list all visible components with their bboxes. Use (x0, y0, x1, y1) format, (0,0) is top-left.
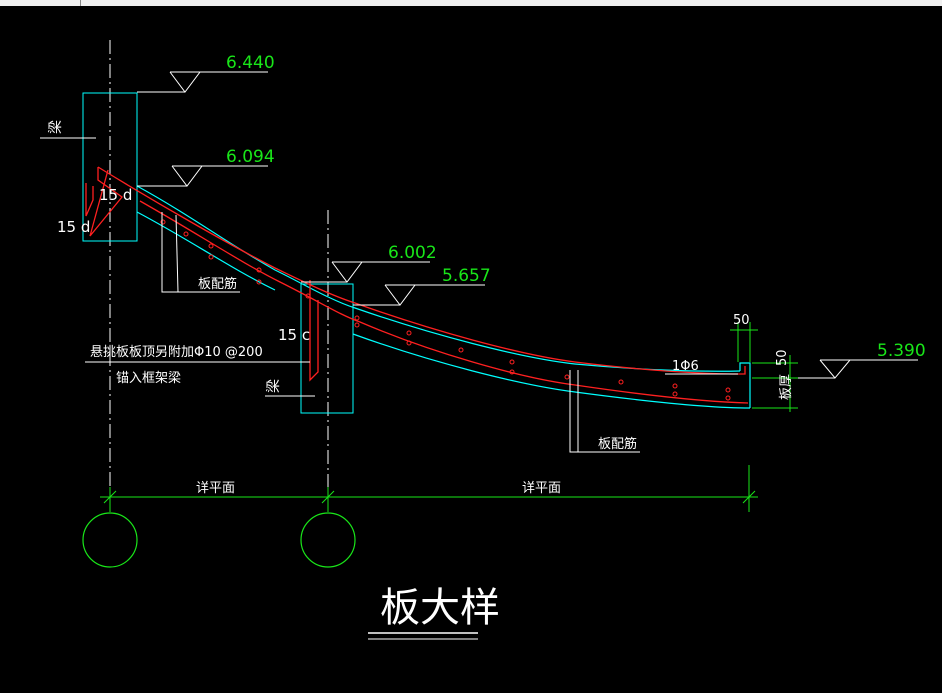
rebar-dot (509, 369, 515, 375)
rebar-dot (406, 330, 412, 336)
elevation-symbol-5657 (384, 284, 416, 306)
slab-rebar-label-upper: 板配筋 (198, 276, 237, 292)
slab-end-outline (739, 362, 751, 408)
elevation-text-6094: 6.094 (226, 147, 275, 167)
rebar-dot (256, 279, 262, 285)
slab-outline (136, 185, 751, 409)
rebar-dots (160, 219, 731, 401)
beam-middle-outline (300, 283, 354, 414)
beam-middle-label: 梁 (266, 379, 282, 393)
left-anchor-inner (85, 183, 94, 217)
rebar-dot (183, 231, 189, 237)
span-slash-middle (321, 490, 335, 504)
rebar-dot (256, 267, 262, 273)
slab-rebar-upper-leader (161, 212, 179, 293)
drawing-title: 板大样 (380, 585, 500, 631)
rebar-dot (725, 395, 731, 401)
span-left-label: 详平面 (196, 481, 235, 496)
dim-50-side-text: 50 (775, 349, 790, 366)
top-rebar (97, 166, 746, 375)
grid-axes (109, 40, 329, 510)
left-anchor-hook (89, 167, 123, 237)
rebar-dot (305, 293, 311, 299)
dim-50-top-text: 50 (733, 313, 750, 328)
rebar-dot (354, 322, 360, 328)
elevation-symbol-6094 (171, 165, 203, 187)
rebar-dot (208, 254, 214, 260)
elevation-symbol-6440 (169, 71, 201, 93)
middle-anchor-hook (309, 280, 319, 382)
rebar-dot (160, 219, 166, 225)
rebar-dot (354, 315, 360, 321)
slab-rebar-label-lower: 板配筋 (598, 436, 637, 452)
bottom-rebar (139, 200, 749, 404)
elevation-symbol-6002 (331, 261, 363, 283)
anchor-length-outer: 15 d (57, 218, 90, 236)
slab-rebar-lower-leader (569, 370, 579, 453)
end-dimensions (730, 322, 798, 412)
rebar (85, 166, 749, 404)
elevation-text-6002: 6.002 (388, 243, 437, 263)
elevation-text-5390: 5.390 (877, 341, 926, 361)
rebar-dot (618, 379, 624, 385)
span-dimension (100, 465, 758, 512)
rebar-dot (208, 243, 214, 249)
edge-bar-label: 1Φ6 (672, 359, 699, 374)
beam-left-label: 梁 (48, 120, 64, 134)
elevation-text-6440: 6.440 (226, 53, 275, 73)
cantilever-note-line2: 锚入框架梁 (116, 371, 181, 386)
rebar-dot (564, 374, 570, 380)
rebar-dot (725, 387, 731, 393)
elevation-symbol-5390 (819, 359, 852, 379)
grid-bubble-middle (300, 512, 356, 568)
grid-bubble-left (82, 512, 138, 568)
anchor-length-inner: 15 d (99, 186, 132, 204)
span-slash-left (103, 490, 117, 504)
slab-bottom-surface (136, 211, 751, 409)
rebar-dot (458, 347, 464, 353)
rebar-dot (672, 383, 678, 389)
beam-left-outline (82, 92, 138, 242)
span-right-label: 详平面 (522, 481, 561, 496)
anchor-length-middle: 15 c (278, 326, 310, 344)
label-leaders (40, 137, 738, 453)
elevation-text-5657: 5.657 (442, 266, 491, 286)
rebar-dot (509, 359, 515, 365)
rebar-dot (672, 391, 678, 397)
window-top-strip (0, 0, 942, 6)
rebar-dot (406, 340, 412, 346)
window-strip-divider (80, 0, 81, 6)
cantilever-note-line1: 悬挑板板顶另附加Φ10 @200 (90, 345, 263, 360)
elevation-markers (137, 71, 918, 379)
span-slash-right (742, 490, 756, 504)
dim-slab-thickness-text: 板厚 (779, 374, 794, 400)
